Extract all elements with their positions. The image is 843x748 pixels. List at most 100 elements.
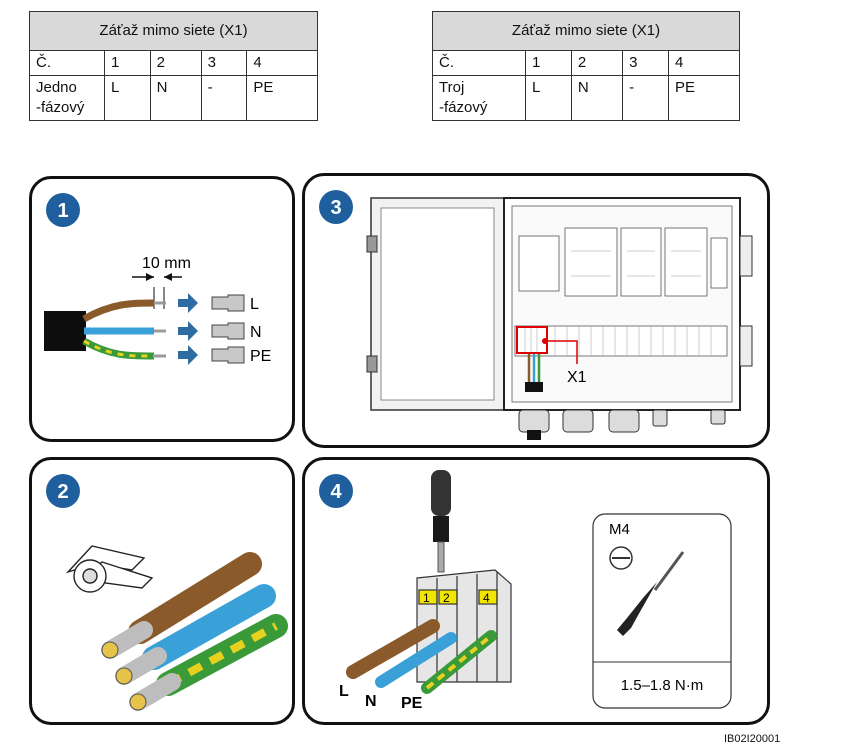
cable-glands [518, 409, 726, 433]
table-cell: PE [668, 75, 740, 121]
blue-wire [375, 632, 457, 688]
wire-label: PE [401, 695, 423, 712]
torque-screwdriver-icon [617, 551, 685, 636]
arrow-icons [178, 293, 198, 365]
table-cell: Jedno -fázový [29, 75, 105, 121]
table-cell: N [149, 75, 202, 121]
wire-label: N [365, 693, 377, 710]
cable-gland [518, 409, 550, 433]
table-cell: - [622, 75, 669, 121]
step-badge [46, 193, 80, 227]
table-cell: 3 [622, 50, 669, 76]
step-1-panel: 1 10 mm L N PE [29, 176, 295, 442]
terminal-dividers [524, 326, 712, 356]
blue-wire [142, 584, 276, 670]
wire-label: N [250, 324, 262, 341]
table-cell: 4 [668, 50, 740, 76]
step-badge [46, 474, 80, 508]
circuit-breakers [518, 227, 728, 297]
terminal-number: 2 [443, 591, 450, 605]
cable-gland [710, 409, 726, 425]
hinge-icon [366, 355, 378, 373]
figure-id: IB02I20001 [724, 733, 781, 745]
ferrule-icon [211, 346, 245, 364]
terminal-block [416, 569, 512, 683]
breaker-details [571, 250, 701, 277]
table-cell: PE [246, 75, 318, 121]
mounting-bracket [739, 325, 753, 367]
table-cell: L [104, 75, 151, 121]
breaker [564, 227, 618, 297]
cable-sheath [525, 382, 543, 392]
breaker [620, 227, 662, 297]
step-number: 3 [330, 197, 341, 219]
step-number: 1 [57, 200, 68, 222]
ferrule-icon [211, 294, 245, 312]
table-header: Záťaž mimo siete (X1) [432, 11, 740, 51]
type-line: -fázový [439, 99, 488, 116]
table-cell: 1 [104, 50, 151, 76]
dimension-arrow [146, 273, 154, 281]
table-cell: - [200, 75, 248, 121]
table-row: Č. 1 2 3 4 [432, 50, 740, 76]
pe-wire-stripe [83, 339, 155, 358]
type-line: Troj [439, 79, 465, 96]
terminal-number: 4 [483, 591, 490, 605]
step-3-panel: 3 [302, 173, 770, 448]
step-2-illustration: 2 [46, 474, 288, 711]
table-cell: 2 [149, 50, 202, 76]
type-line: -fázový [36, 99, 85, 116]
cable-gland [608, 409, 640, 433]
x1-label: X1 [567, 369, 587, 386]
strip-length-label: 10 mm [142, 255, 191, 272]
right-arrow-icon [178, 345, 198, 365]
ferrule-tip [129, 693, 147, 711]
ferrule-icons [211, 294, 245, 364]
ferrule-icon [211, 322, 245, 340]
breaker [710, 237, 728, 289]
brown-wire [128, 552, 262, 644]
table-row: Č. 1 2 3 4 [29, 50, 318, 76]
cable-gland [652, 409, 668, 427]
table-cell: Č. [432, 50, 526, 76]
cable-sheath [527, 430, 541, 440]
mounting-bracket [739, 235, 753, 277]
step-badge [319, 190, 353, 224]
wiring-table-three-phase: Záťaž mimo siete (X1) Č. 1 2 3 4 Troj -fá… [432, 11, 740, 121]
ferrule-tip [101, 641, 119, 659]
wire-label: L [339, 683, 349, 700]
table-header: Záťaž mimo siete (X1) [29, 11, 318, 51]
table-cell: 4 [246, 50, 318, 76]
brown-wire [346, 619, 440, 679]
wiring-table-single-phase: Záťaž mimo siete (X1) Č. 1 2 3 4 Jedno -f… [29, 11, 318, 121]
step-4-illustration: 4 1 2 4 L N PE M4 [319, 470, 732, 712]
door-panel [380, 207, 495, 401]
breaker [664, 227, 708, 297]
terminal-number: 1 [423, 591, 430, 605]
pe-wire-stripe [166, 622, 278, 688]
callout-leader [545, 340, 578, 364]
table-cell: 1 [525, 50, 572, 76]
right-arrow-icon [178, 293, 198, 313]
table-cell: Č. [29, 50, 105, 76]
table-cell: Troj -fázový [432, 75, 526, 121]
table-row: Jedno -fázový L N - PE [29, 75, 318, 121]
table-cell: 3 [200, 50, 248, 76]
cable-sheath [44, 311, 86, 351]
step-2-panel: 2 [29, 457, 295, 725]
step-number: 4 [330, 481, 342, 503]
breaker [518, 235, 560, 292]
torque-value: 1.5–1.8 N·m [621, 677, 704, 694]
right-arrow-icon [178, 321, 198, 341]
step-number: 2 [57, 481, 68, 503]
ferrule-tip [115, 667, 133, 685]
table-cell: 2 [570, 50, 624, 76]
step-4-panel: 4 1 2 4 L N PE M4 [302, 457, 770, 725]
step-1-illustration: 1 10 mm L N PE [44, 193, 271, 365]
table-row: Troj-fázový L N - PE [432, 75, 740, 121]
type-line: Jedno [36, 79, 77, 96]
cable-gland [562, 409, 594, 433]
dimension-arrow [164, 273, 172, 281]
wire-label: L [250, 296, 259, 313]
step-badge [319, 474, 353, 508]
